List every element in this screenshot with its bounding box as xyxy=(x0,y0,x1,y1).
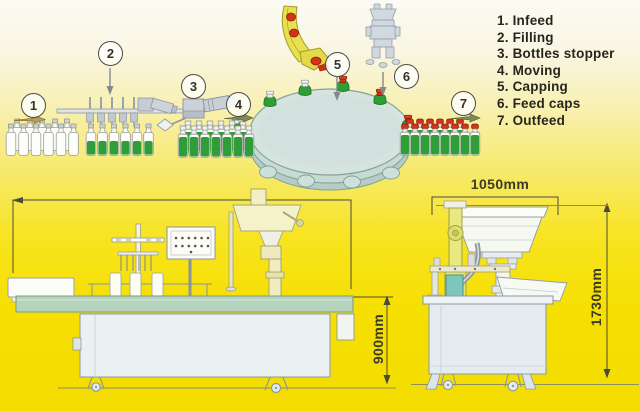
legend-item-capping: 5. Capping xyxy=(497,79,569,95)
filling-bottle-row xyxy=(85,123,154,156)
filling-station-machinery xyxy=(56,97,186,127)
flow-diagram xyxy=(5,3,481,191)
legend-item-filling: 2. Filling xyxy=(497,29,554,45)
casters xyxy=(87,376,289,394)
station-marker-infeed: 1 xyxy=(21,93,46,118)
filling-needle-unit xyxy=(109,223,165,297)
legend-item-outfeed: 7. Outfeed xyxy=(497,112,566,128)
process-legend: 1. Infeed 2. Filling 3. Bottles stopper … xyxy=(497,13,615,129)
arrow-right-outfeed xyxy=(450,113,481,123)
legend-item-feed-caps: 6. Feed caps xyxy=(497,95,581,111)
arrow-right-infeed xyxy=(13,115,46,124)
infeed-tray xyxy=(7,277,75,298)
conveyor-table xyxy=(15,295,354,313)
cap-chute xyxy=(281,5,331,72)
rotary-table xyxy=(249,88,411,191)
station-marker-stopper: 3 xyxy=(181,74,206,99)
dimension-feeder-width-label: 1050mm xyxy=(470,176,530,192)
station-marker-capping: 5 xyxy=(325,52,350,77)
capping-unit xyxy=(225,188,304,297)
infeed-bottle-row xyxy=(5,118,79,156)
machine-cabinet-right xyxy=(422,295,554,375)
station-marker-moving: 4 xyxy=(226,92,251,117)
station-marker-feedcaps: 6 xyxy=(394,64,419,89)
moving-bottle-row xyxy=(177,120,255,158)
flow-arrows xyxy=(13,68,481,124)
station-marker-outfeed: 7 xyxy=(451,91,476,116)
arrow-right-moving xyxy=(223,113,254,123)
cap-feeder-machine xyxy=(365,3,401,68)
legend-item-moving: 4. Moving xyxy=(497,62,562,78)
dimension-machine-height-label: 1730mm xyxy=(588,267,604,327)
sloped-tray xyxy=(496,276,568,302)
casters-right xyxy=(425,373,537,392)
bottle-stopper-machine xyxy=(156,95,236,132)
teal-block xyxy=(445,274,464,299)
outfeed-bottle-row xyxy=(399,118,481,156)
control-panel xyxy=(166,226,216,296)
machine-cabinet xyxy=(72,313,355,378)
filling-machine-side-view xyxy=(7,188,355,394)
capping-machine-front-view xyxy=(422,200,568,392)
legend-item-bottles-stopper: 3. Bottles stopper xyxy=(497,46,615,62)
dimension-conveyor-height-label: 900mm xyxy=(370,313,386,365)
station-marker-filling: 2 xyxy=(98,41,123,66)
legend-item-infeed: 1. Infeed xyxy=(497,13,554,28)
